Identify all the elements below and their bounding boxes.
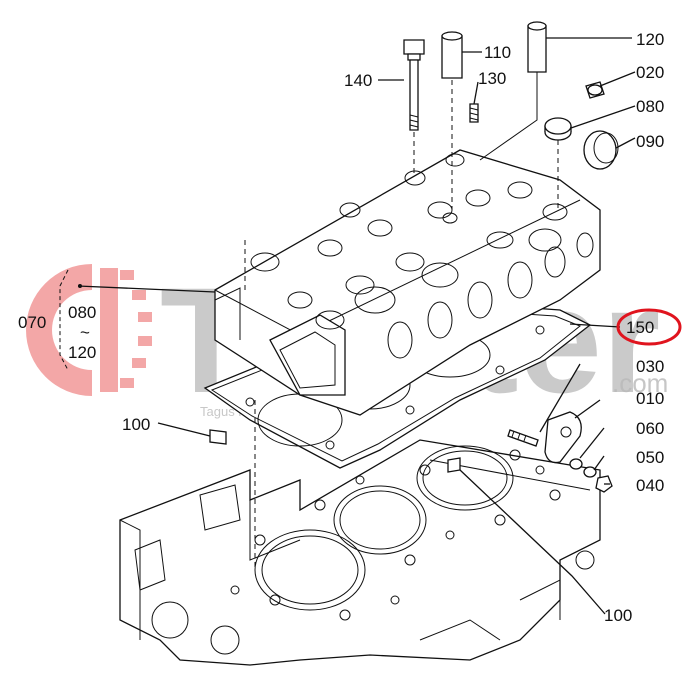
cap-080 <box>544 117 572 141</box>
watermark-suffix: .com <box>612 368 668 398</box>
plug-110 <box>441 31 463 79</box>
callout-070: 070 <box>18 313 46 332</box>
callout-120: 120 <box>636 30 664 49</box>
callout-020: 020 <box>636 63 664 82</box>
callout-030: 030 <box>636 357 664 376</box>
stud-030 <box>507 429 539 447</box>
callout-010: 010 <box>636 389 664 408</box>
plug-120 <box>527 21 547 73</box>
callout-080: 080 <box>636 97 664 116</box>
callout-080-range: 080 <box>68 303 96 322</box>
plate-010 <box>544 411 582 464</box>
dowel-100-block <box>447 457 461 473</box>
callout-130: 130 <box>478 69 506 88</box>
cylinder-head <box>214 149 601 416</box>
washer-060 <box>569 458 583 470</box>
callout-040: 040 <box>636 476 664 495</box>
plug-020 <box>585 81 605 99</box>
bolt-140 <box>403 39 425 131</box>
washer-050 <box>583 466 597 478</box>
callout-120-range: 120 <box>68 343 96 362</box>
cylinder-block <box>119 439 601 666</box>
callout-060: 060 <box>636 419 664 438</box>
callout-050: 050 <box>636 448 664 467</box>
highlight-ring-150 <box>616 308 682 346</box>
leader-lines <box>59 37 636 615</box>
set-screw-130 <box>469 103 479 123</box>
callout-100-block: 100 <box>604 606 632 625</box>
callout-090: 090 <box>636 132 664 151</box>
callout-150[interactable]: 150 <box>626 318 654 337</box>
watermark-gear-logo <box>26 262 164 398</box>
callout-labels: 140 110 120 130 020 080 090 070 080 ~ 12… <box>18 30 664 625</box>
dowel-100-left <box>209 429 227 445</box>
callout-110: 110 <box>484 43 511 62</box>
callout-140: 140 <box>344 71 372 90</box>
range-separator: ~ <box>80 323 90 342</box>
cap-090 <box>583 130 619 170</box>
callout-100-left: 100 <box>122 415 150 434</box>
